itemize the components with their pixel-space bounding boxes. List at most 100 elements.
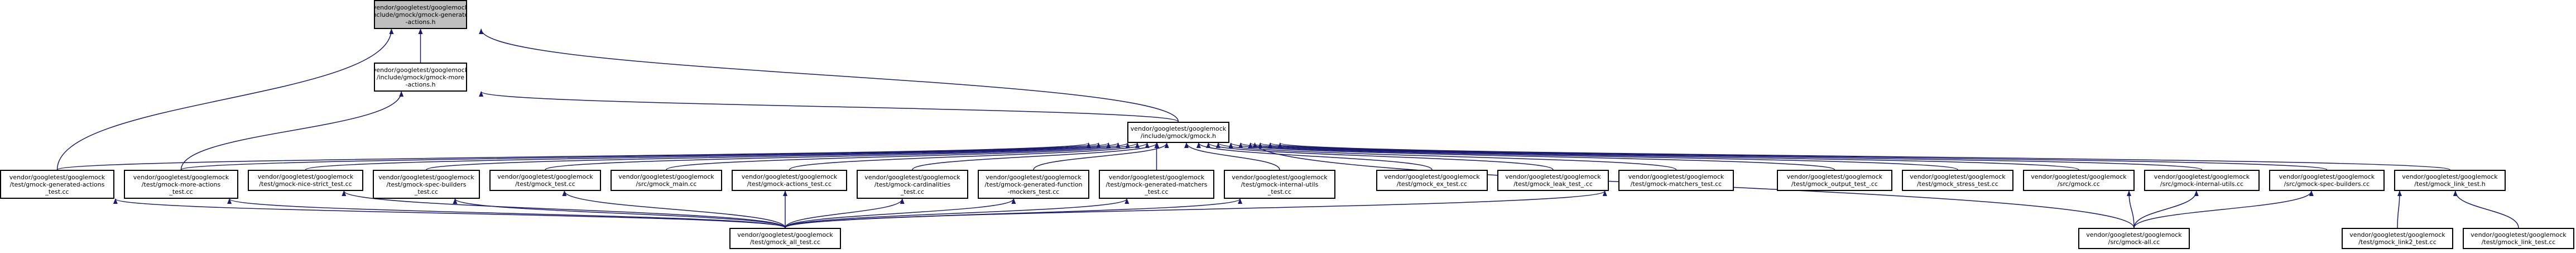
edge-all-test-to-more-actions-test [227,198,786,228]
graph-node-leak-test[interactable]: vendor/googletest/googlemock/test/gmock_… [1497,170,1609,191]
node-label-line: vendor/googletest/googlemock [2031,173,2127,180]
graph-node-actions-test[interactable]: vendor/googletest/googlemock/test/gmock-… [732,170,847,191]
node-label-line: /include/gmock/gmock-generated [374,11,467,18]
edge-link-test-h-to-gmock-h [1278,142,2450,170]
edge-all-test-to-gen-actions-test [113,198,786,228]
graph-node-gmock-main[interactable]: vendor/googletest/googlemock/src/gmock_m… [611,170,722,191]
graph-node-gen-matchers-test[interactable]: vendor/googletest/googlemock/test/gmock-… [1099,170,1214,199]
graph-node-matchers-test[interactable]: vendor/googletest/googlemock/test/gmock-… [1618,170,1734,191]
edge-gmock-h-to-more-actions-h [479,91,1179,122]
node-label-line: vendor/googletest/googlemock [2279,173,2375,180]
node-label-line: /test/gmock-internal-utils [1241,180,1319,188]
node-label-line: /test/gmock_stress_test.cc [1917,180,1998,188]
node-label-line: vendor/googletest/googlemock [257,173,354,180]
node-label-line: vendor/googletest/googlemock [986,173,1082,181]
edge-gmock-all-to-internal-utils-cc [2133,190,2199,228]
node-label-line: vendor/googletest/googlemock [737,231,833,238]
edge-all-test-to-matchers-test [785,190,1607,228]
edge-more-actions-test-to-more-actions-h [180,91,404,170]
edge-gmock-all-to-gmock-cc [2127,190,2135,228]
node-label-line: /test/gmock_test.cc [515,180,575,188]
node-label-line: vendor/googletest/googlemock [864,173,960,181]
graph-node-output-test[interactable]: vendor/googletest/googlemock/test/gmock_… [1777,170,1892,191]
node-label-line: /test/gmock-spec-builders [386,180,467,188]
node-label-line: vendor/googletest/googlemock [2154,173,2250,180]
node-label-line: /test/gmock-cardinalities [874,180,951,188]
graph-node-gen-actions-test[interactable]: vendor/googletest/googlemock/test/gmock-… [0,170,114,199]
node-label-line: vendor/googletest/googlemock [1232,173,1328,181]
edge-matchers-test-to-gmock-h [1216,142,1677,170]
graph-node-ex-test[interactable]: vendor/googletest/googlemock/test/gmock_… [1376,170,1488,191]
graph-node-root[interactable]: vendor/googletest/googlemock/include/gmo… [374,0,467,29]
node-label-line: /src/gmock-spec-builders.cc [2284,180,2370,188]
node-label-line: vendor/googletest/googlemock [1786,173,1883,180]
node-label-line: vendor/googletest/googlemock [1505,173,1601,180]
edge-internal-utils-test-to-gmock-h [1184,142,1280,170]
edge-gen-actions-test-to-root [56,28,394,170]
node-label-line: vendor/googletest/googlemock [1130,125,1227,132]
edge-gmock-h-to-root [479,28,1179,122]
edge-all-test-to-gmock-test [562,190,786,228]
node-label-line: _test.cc [1267,188,1292,195]
graph-node-gen-function-mockers-test[interactable]: vendor/googletest/googlemock/test/gmock-… [978,170,1089,199]
edge-all-test-to-cardinalities-test [785,198,905,228]
edge-output-test-to-gmock-h [1228,142,1835,170]
edge-more-actions-test-to-gmock-h [180,142,1100,170]
node-label-line: /test/gmock_link_test.cc [2481,238,2556,246]
node-label-line: -actions.h [405,80,436,88]
node-label-line: _test.cc [45,188,69,195]
node-label-line: /src/gmock-internal-utils.cc [2160,180,2244,188]
graph-node-link-test-cc[interactable]: vendor/googletest/googlemock/test/gmock_… [2463,228,2574,249]
graph-node-more-actions-h[interactable]: vendor/googletest/googlemock/include/gmo… [374,63,467,92]
edge-gmock-test-to-gmock-h [545,142,1130,170]
graph-node-link-test-h[interactable]: vendor/googletest/googlemock/test/gmock_… [2394,170,2506,191]
node-label-line: vendor/googletest/googlemock [2471,231,2567,238]
edge-gen-function-mockers-test-to-gmock-h [1033,142,1169,170]
node-label-line: /test/gmock_link2_test.cc [2358,238,2436,246]
edge-cardinalities-test-to-gmock-h [912,142,1160,170]
node-label-line: /test/gmock-nice-strict_test.cc [259,180,352,188]
graph-node-stress-test[interactable]: vendor/googletest/googlemock/test/gmock_… [1902,170,2013,191]
edge-all-test-to-gen-matchers-test [785,198,1130,228]
graph-node-gmock-all[interactable]: vendor/googletest/googlemock/src/gmock-a… [2078,228,2190,249]
node-label-line: /test/gmock_leak_test_.cc [1513,180,1593,188]
graph-node-link2-test[interactable]: vendor/googletest/googlemock/test/gmock_… [2342,228,2453,249]
edge-link-test-cc-to-link-test-h [2453,190,2519,228]
node-label-line: /include/gmock/gmock-more [376,73,465,81]
graph-node-spec-builders-cc[interactable]: vendor/googletest/googlemock/src/gmock-s… [2269,170,2385,191]
node-label-line: /src/gmock-all.cc [2108,238,2160,246]
edge-internal-utils-cc-to-gmock-h [1258,142,2203,170]
node-label-line: -mockers_test.cc [1007,188,1060,195]
graph-node-all-test[interactable]: vendor/googletest/googlemock/test/gmock_… [729,228,841,249]
graph-node-nice-strict-test[interactable]: vendor/googletest/googlemock/test/gmock-… [248,170,363,191]
edge-all-test-to-nice-strict-test [342,190,786,228]
node-label-line: vendor/googletest/googlemock [497,173,593,180]
node-label-line: -actions.h [405,18,436,26]
graph-node-gmock-cc[interactable]: vendor/googletest/googlemock/src/gmock.c… [2023,170,2135,191]
edge-leak-test-to-gmock-h [1206,142,1554,170]
edge-all-test-to-internal-utils-test [785,198,1242,228]
edge-all-test-to-gen-function-mockers-test [785,198,1016,228]
graph-node-gmock-test[interactable]: vendor/googletest/googlemock/test/gmock_… [489,170,601,191]
node-label-line: vendor/googletest/googlemock [741,173,838,180]
edge-spec-builders-test-to-gmock-h [426,142,1121,170]
node-label-line: /src/gmock_main.cc [636,180,697,188]
node-label-line: /test/gmock-more-actions [141,180,221,188]
node-label-line: _test.cc [414,188,439,195]
node-label-line: /test/gmock_all_test.cc [750,238,820,246]
node-label-line: /test/gmock-generated-matchers [1106,180,1208,188]
node-label-line: /test/gmock-generated-function [984,180,1083,188]
edge-gmock-all-to-spec-builders-cc [2133,190,2314,228]
graph-node-internal-utils-test[interactable]: vendor/googletest/googlemock/test/gmock-… [1224,170,1335,199]
node-label-line: /test/gmock_output_test_.cc [1791,180,1878,188]
graph-node-internal-utils-cc[interactable]: vendor/googletest/googlemock/src/gmock-i… [2144,170,2260,191]
graph-node-cardinalities-test[interactable]: vendor/googletest/googlemock/test/gmock-… [857,170,968,199]
edge-link2-test-to-link-test-h [2397,190,2402,228]
edge-stress-test-to-gmock-h [1238,142,1958,170]
graph-node-more-actions-test[interactable]: vendor/googletest/googlemock/test/gmock-… [124,170,238,199]
node-label-line: vendor/googletest/googlemock [2402,173,2498,180]
node-label-line: vendor/googletest/googlemock [1910,173,2006,180]
graph-node-spec-builders-test[interactable]: vendor/googletest/googlemock/test/gmock-… [373,170,480,199]
node-label-line: /include/gmock/gmock.h [1140,132,1217,140]
graph-node-gmock-h[interactable]: vendor/googletest/googlemock/include/gmo… [1127,122,1229,143]
